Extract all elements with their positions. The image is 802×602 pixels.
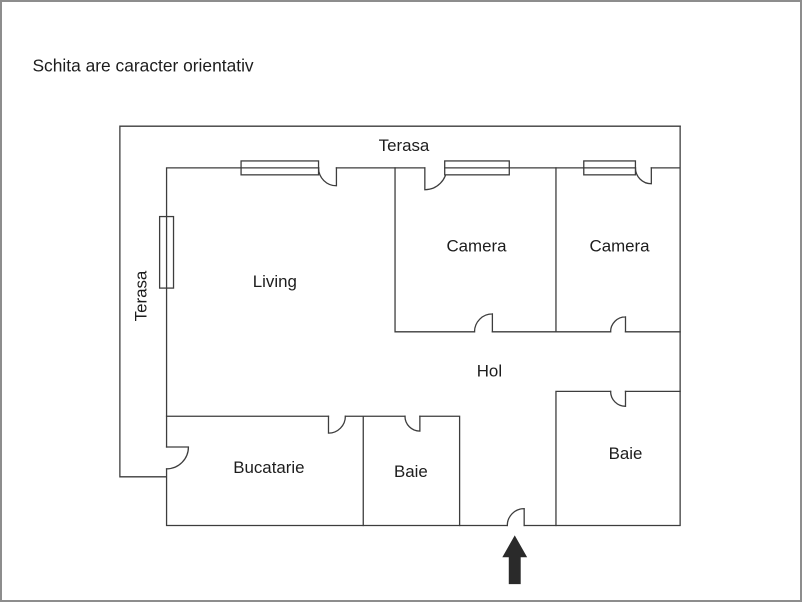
page-title: Schita are caracter orientativ bbox=[32, 56, 253, 76]
label-camera-2: Camera bbox=[590, 236, 651, 255]
label-camera-1: Camera bbox=[446, 236, 507, 255]
label-baie-large: Baie bbox=[609, 444, 643, 463]
label-baie-small: Baie bbox=[394, 462, 428, 481]
label-bucatarie: Bucatarie bbox=[233, 458, 304, 477]
label-hol: Hol bbox=[477, 361, 502, 380]
room-labels: Terasa Terasa Living Camera Camera Hol B… bbox=[132, 136, 650, 481]
door-swings bbox=[165, 167, 652, 527]
label-terasa-top: Terasa bbox=[379, 136, 430, 155]
walls-group bbox=[119, 125, 681, 527]
label-terasa-left: Terasa bbox=[132, 270, 151, 321]
window-living-top bbox=[240, 160, 320, 176]
window-living-left bbox=[158, 215, 175, 289]
interior-walls bbox=[165, 167, 681, 527]
window-camera-1 bbox=[444, 160, 510, 176]
terrace-outline bbox=[119, 125, 681, 478]
window-camera-2 bbox=[583, 160, 637, 176]
label-living: Living bbox=[253, 272, 297, 291]
entrance-arrow-up-icon bbox=[502, 535, 528, 585]
